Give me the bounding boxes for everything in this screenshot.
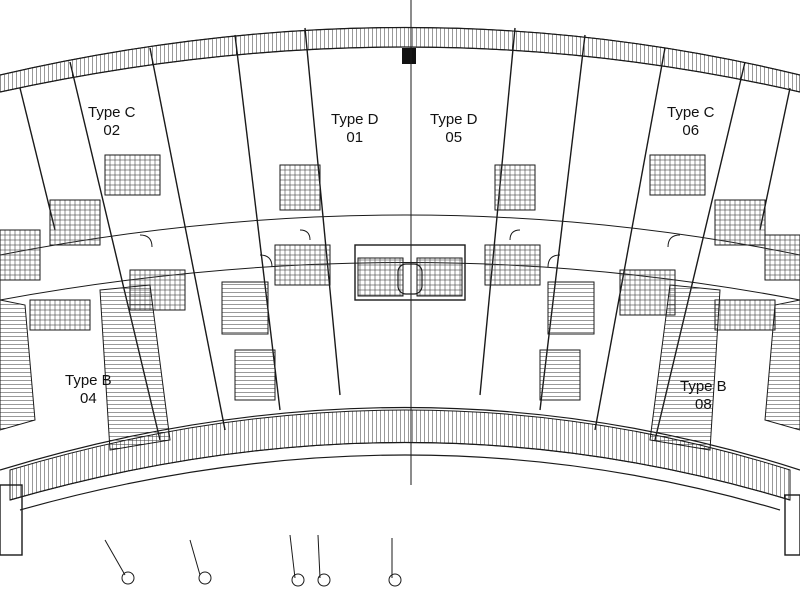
core-lift bbox=[397, 263, 423, 295]
bathroom bbox=[49, 199, 101, 246]
unit-label-type-c-02: Type C 02 bbox=[88, 104, 136, 140]
door-swing bbox=[259, 254, 273, 268]
stair-right bbox=[547, 281, 595, 335]
right-edge-balcony bbox=[764, 299, 800, 431]
bathroom bbox=[714, 199, 766, 246]
party-wall bbox=[19, 87, 56, 231]
section-marker-circle bbox=[291, 573, 305, 587]
door-swing bbox=[667, 234, 681, 248]
stair-right-lower bbox=[539, 349, 581, 401]
section-marker-circle bbox=[317, 573, 331, 587]
column-top bbox=[402, 48, 416, 64]
unit-type: Type D bbox=[331, 111, 379, 128]
corner-pillar-right bbox=[784, 494, 800, 556]
party-wall bbox=[594, 47, 666, 431]
section-marker-circle bbox=[198, 571, 212, 585]
bathroom bbox=[29, 299, 91, 331]
section-marker-circle bbox=[388, 573, 402, 587]
bathroom bbox=[714, 299, 776, 331]
unit-type: Type B bbox=[680, 378, 727, 395]
stair-left bbox=[221, 281, 269, 335]
section-marker bbox=[104, 539, 126, 576]
unit-number: 01 bbox=[346, 129, 364, 146]
unit-type: Type B bbox=[65, 372, 112, 389]
unit-label-type-b-08: Type B 08 bbox=[680, 378, 727, 414]
unit-type: Type D bbox=[430, 111, 478, 128]
unit-label-type-d-05: Type D 05 bbox=[430, 111, 478, 147]
unit-type: Type C bbox=[88, 104, 136, 121]
party-wall bbox=[234, 34, 281, 411]
bathroom bbox=[764, 234, 800, 281]
central-core bbox=[354, 244, 466, 301]
inner-facade-arc-3 bbox=[19, 454, 781, 511]
bathroom bbox=[104, 154, 161, 196]
bathroom bbox=[484, 244, 541, 286]
bathroom bbox=[619, 269, 676, 316]
unit-label-type-d-01: Type D 01 bbox=[331, 111, 379, 147]
door-swing bbox=[547, 254, 561, 268]
right-balcony bbox=[649, 284, 721, 451]
party-wall bbox=[304, 27, 341, 396]
section-marker bbox=[317, 534, 321, 579]
corridor bbox=[0, 214, 800, 301]
corner-pillar-left bbox=[0, 484, 23, 556]
core-grid-right bbox=[416, 257, 463, 297]
left-balcony bbox=[99, 284, 171, 451]
bathroom bbox=[279, 164, 321, 211]
section-marker bbox=[189, 539, 201, 576]
bottom-balcony-hatch bbox=[9, 409, 791, 501]
bathroom bbox=[274, 244, 331, 286]
party-wall bbox=[479, 27, 516, 396]
stair-left-lower bbox=[234, 349, 276, 401]
section-marker-circle bbox=[121, 571, 135, 585]
unit-number: 08 bbox=[695, 396, 712, 413]
bathroom bbox=[0, 229, 41, 281]
unit-number: 02 bbox=[103, 122, 121, 139]
door-swing bbox=[139, 234, 153, 248]
unit-number: 05 bbox=[445, 129, 463, 146]
left-edge-balcony bbox=[0, 299, 36, 431]
unit-label-type-b-04: Type B 04 bbox=[65, 372, 112, 408]
unit-number: 06 bbox=[682, 122, 700, 139]
top-balcony-hatch bbox=[0, 27, 800, 93]
section-marker bbox=[289, 534, 296, 579]
unit-label-type-c-06: Type C 06 bbox=[667, 104, 715, 140]
party-wall bbox=[539, 34, 586, 411]
party-wall bbox=[149, 47, 226, 431]
unit-number: 04 bbox=[80, 390, 97, 407]
door-swing bbox=[509, 229, 521, 241]
core-grid-left bbox=[357, 257, 404, 297]
bathroom bbox=[494, 164, 536, 211]
unit-type: Type C bbox=[667, 104, 715, 121]
door-swing bbox=[299, 229, 311, 241]
bathroom bbox=[649, 154, 706, 196]
